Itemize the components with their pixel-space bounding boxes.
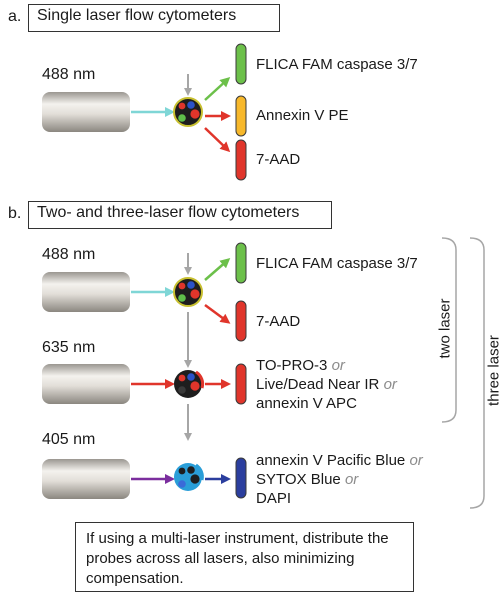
- emit-red-a2: [204, 127, 231, 153]
- wavelength-405: 405 nm: [42, 431, 96, 448]
- section-a-letter: a.: [8, 8, 22, 25]
- laser-405: [42, 459, 130, 499]
- cell-b635: [174, 370, 205, 398]
- wavelength-488-a: 488 nm: [42, 66, 96, 83]
- bar-a-green: [235, 43, 247, 85]
- bar-a-red: [235, 139, 247, 181]
- bar-a-yellow: [235, 95, 247, 137]
- probe-635-or-2: or: [383, 376, 397, 393]
- probe-405-name-3: DAPI: [256, 490, 292, 507]
- probe-a-flica: FLICA FAM caspase 3/7: [256, 56, 418, 73]
- bar-b-blue: [235, 457, 247, 499]
- probe-a-annexin-pe: Annexin V PE: [256, 107, 349, 124]
- probe-b-flica: FLICA FAM caspase 3/7: [256, 255, 418, 272]
- probe-b-7aad: 7-AAD: [256, 313, 301, 330]
- laser-488-b: [42, 272, 130, 312]
- wavelength-488-b: 488 nm: [42, 246, 96, 263]
- bracket-three-laser: [469, 237, 485, 509]
- emit-green-b: [204, 258, 231, 281]
- probe-635-line-2: Live/Dead Near IR or: [256, 375, 397, 394]
- probe-635-line-1: TO-PRO-3 or: [256, 356, 345, 375]
- probe-635-line-3: annexin V APC: [256, 394, 357, 413]
- probe-635-or-1: or: [331, 357, 345, 374]
- label-two-laser: two laser: [436, 298, 454, 359]
- label-three-laser: three laser: [485, 335, 500, 406]
- note-box: If using a multi-laser instrument, distr…: [75, 522, 414, 592]
- emit-green-a: [204, 76, 231, 101]
- cell-b488: [173, 277, 203, 307]
- laser-488-a: [42, 92, 130, 132]
- probe-405-line-3: DAPI: [256, 489, 291, 508]
- probe-635-name-1: TO-PRO-3: [256, 357, 328, 374]
- probe-405-name-1: annexin V Pacific Blue: [256, 452, 406, 469]
- section-b-title: Two- and three-laser flow cytometers: [28, 201, 332, 229]
- laser-635: [42, 364, 130, 404]
- probe-405-or-1: or: [409, 452, 423, 469]
- probe-405-or-2: or: [344, 471, 359, 488]
- bracket-two-laser: [441, 237, 457, 423]
- emit-red-b: [204, 303, 231, 324]
- probe-405-line-1: annexin V Pacific Blue or: [256, 451, 423, 470]
- probe-635-name-2: Live/Dead Near IR: [256, 376, 380, 393]
- probe-a-7aad: 7-AAD: [256, 151, 301, 168]
- bar-b-red1: [235, 300, 247, 342]
- wavelength-635: 635 nm: [42, 339, 96, 356]
- probe-405-line-2: SYTOX Blue or: [256, 470, 358, 489]
- bar-b-red2: [235, 363, 247, 405]
- section-a-title: Single laser flow cytometers: [28, 4, 280, 32]
- cell-b405: [174, 463, 204, 491]
- probe-405-name-2: SYTOX Blue: [256, 471, 341, 488]
- cell-a: [173, 97, 203, 127]
- section-b-letter: b.: [8, 205, 22, 222]
- bar-b-green: [235, 242, 247, 284]
- probe-635-name-3: annexin V APC: [256, 395, 357, 412]
